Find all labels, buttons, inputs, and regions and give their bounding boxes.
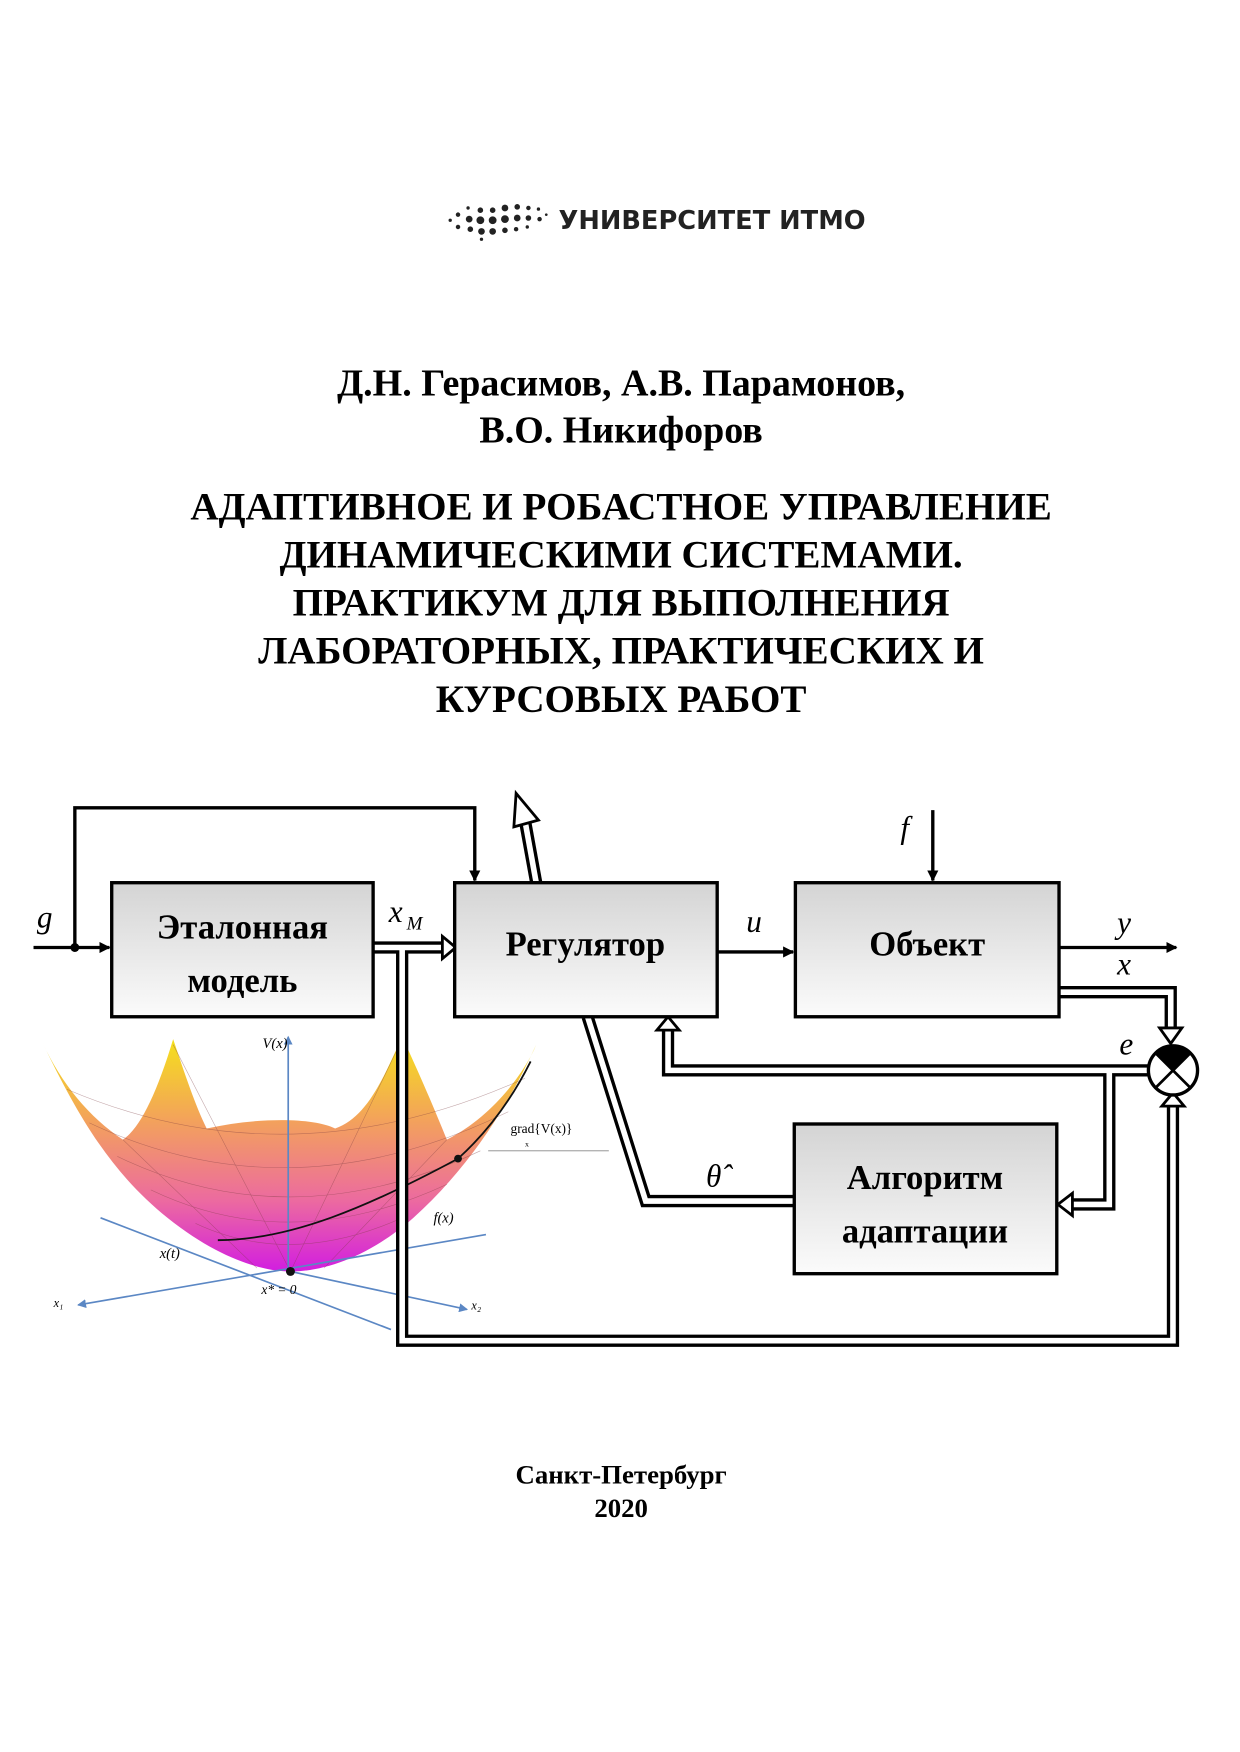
paraboloid-surface (42, 1036, 537, 1272)
logo-dots-icon (448, 204, 548, 241)
title-line-2: ДИНАМИЧЕСКИМИ СИСТЕМАМИ. (280, 534, 963, 577)
publication-year: 2020 (594, 1493, 648, 1523)
signal-u: u (746, 904, 762, 939)
signal-g: g (37, 899, 53, 934)
authors-line-1: Д.Н. Герасимов, А.В. Парамонов, (337, 363, 905, 405)
trajectory-curve (217, 1061, 532, 1242)
signal-f: f (900, 810, 913, 845)
lyapunov-surface-plot: V(x) grad{V(x)} x f(x) x(t) x* = 0 x₁ x₂ (35, 1027, 609, 1331)
signal-xm: x (388, 894, 403, 929)
block-reference-model: Эталонная модель (110, 881, 375, 1019)
book-title: АДАПТИВНОЕ И РОБАСТНОЕ УПРАВЛЕНИЕ ДИНАМИ… (190, 486, 1051, 721)
title-line-1: АДАПТИВНОЕ И РОБАСТНОЕ УПРАВЛЕНИЕ (190, 486, 1051, 529)
summing-junction-icon (1146, 1044, 1200, 1097)
grad-sub: x (525, 1139, 529, 1148)
title-line-3: ПРАКТИКУМ ДЛЯ ВЫПОЛНЕНИЯ (293, 582, 950, 625)
signal-xm-sub: M (406, 914, 424, 935)
reference-model-line-1: Эталонная (157, 909, 328, 947)
x2-axis (100, 1217, 392, 1331)
v-axis-label: V(x) (263, 1036, 288, 1052)
itmo-logo: УНИВЕРСИТЕТ ИТМО (448, 204, 866, 241)
grad-label: grad{V(x)} (511, 1121, 573, 1136)
publication-city: Санкт-Петербург (515, 1460, 726, 1490)
x2-label: x₂ (470, 1298, 481, 1312)
origin-label: x* = 0 (260, 1282, 296, 1297)
reference-model-line-2: модель (187, 962, 297, 1000)
signal-e: e (1119, 1027, 1133, 1062)
plant-label: Объект (869, 925, 985, 963)
block-controller: Регулятор (452, 881, 719, 1019)
block-adaptation-algorithm: Алгоритм адаптации (792, 1122, 1059, 1276)
block-diagram-wires (33, 789, 1200, 1347)
x1-label: x₁ (53, 1296, 64, 1310)
xt-label: x(t) (159, 1246, 180, 1262)
adaptation-line-2: адаптации (842, 1212, 1008, 1250)
signal-y: y (1114, 905, 1131, 940)
f-label: f(x) (433, 1210, 453, 1226)
title-line-4: ЛАБОРАТОРНЫХ, ПРАКТИЧЕСКИХ И (258, 630, 984, 673)
block-plant: Объект (793, 881, 1061, 1019)
signal-theta-hat: θ̂ (706, 1159, 733, 1194)
title-line-5: КУРСОВЫХ РАБОТ (436, 678, 807, 721)
controller-label: Регулятор (506, 925, 666, 963)
logo-text: УНИВЕРСИТЕТ ИТМО (559, 206, 866, 236)
signal-x: x (1116, 946, 1131, 981)
adaptation-line-1: Алгоритм (847, 1159, 1003, 1197)
authors-line-2: В.О. Никифоров (479, 410, 762, 452)
